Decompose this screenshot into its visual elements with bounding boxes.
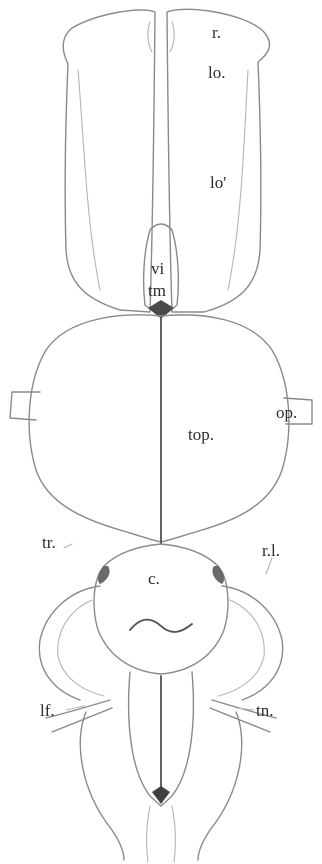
olfactory-lobe-left-inner [78,70,100,290]
cerebellum-groove [130,620,192,632]
restiform-right [222,586,283,700]
rl-leader [266,558,272,574]
medulla-dark-spot [152,786,170,804]
olfactory-lobe-right [167,9,270,312]
lower-lobe-right [198,712,242,860]
restiform-left-inner [58,600,104,696]
label-op: op. [276,403,297,422]
lateral-nerves-left [46,700,112,732]
olfactory-lobe-left [63,10,155,312]
tr-leader [64,544,72,548]
optic-tectum [29,315,289,542]
spinal-cord-right [172,806,175,862]
label-rl: r.l. [262,541,280,560]
restiform-left [39,586,100,700]
label-lf: lf. [40,701,55,720]
restiform-right-inner [218,600,264,696]
spinal-cord-left [147,806,150,862]
lower-lobe-left [80,712,124,860]
label-tn: tn. [256,701,273,720]
olfactory-lobe-right-inner [228,70,248,290]
label-lo-prime: lo' [210,173,226,192]
label-vi: vi [151,259,165,278]
cerebellum-shadow-left [98,566,110,584]
optic-nerve-left [10,392,40,420]
label-r: r. [212,23,221,42]
cerebellum [94,544,228,674]
label-c: c. [148,569,160,588]
cerebellum-shadow-right [212,566,224,584]
label-lo: lo. [208,63,225,82]
olfactory-lobe-right-notch [170,22,174,52]
olfactory-lobe-left-notch [148,22,152,52]
label-tm: tm [148,281,166,300]
label-top: top. [188,425,214,444]
label-tr: tr. [42,533,56,552]
